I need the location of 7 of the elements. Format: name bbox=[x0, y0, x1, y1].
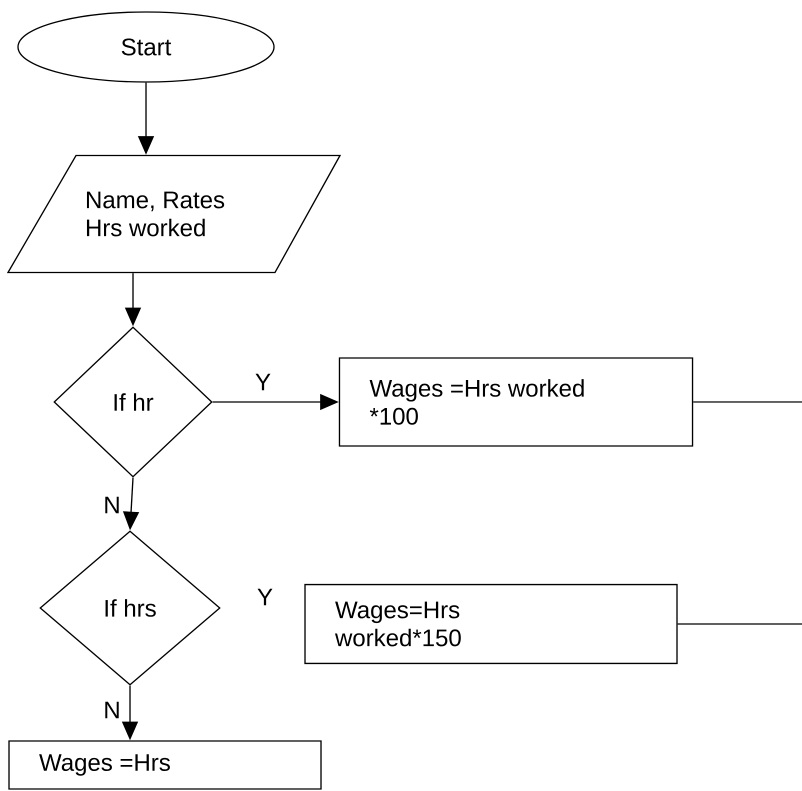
edge-label: N bbox=[102, 495, 122, 515]
process-box: Wages =Hrs worked *100 bbox=[338, 357, 694, 447]
branch-label: Y bbox=[258, 588, 272, 606]
edge-label: N bbox=[102, 700, 122, 720]
process-box: Wages =Hrs bbox=[8, 740, 322, 790]
process-box: Wages=Hrs worked*150 bbox=[304, 584, 678, 664]
edge-label: Y bbox=[254, 372, 272, 392]
